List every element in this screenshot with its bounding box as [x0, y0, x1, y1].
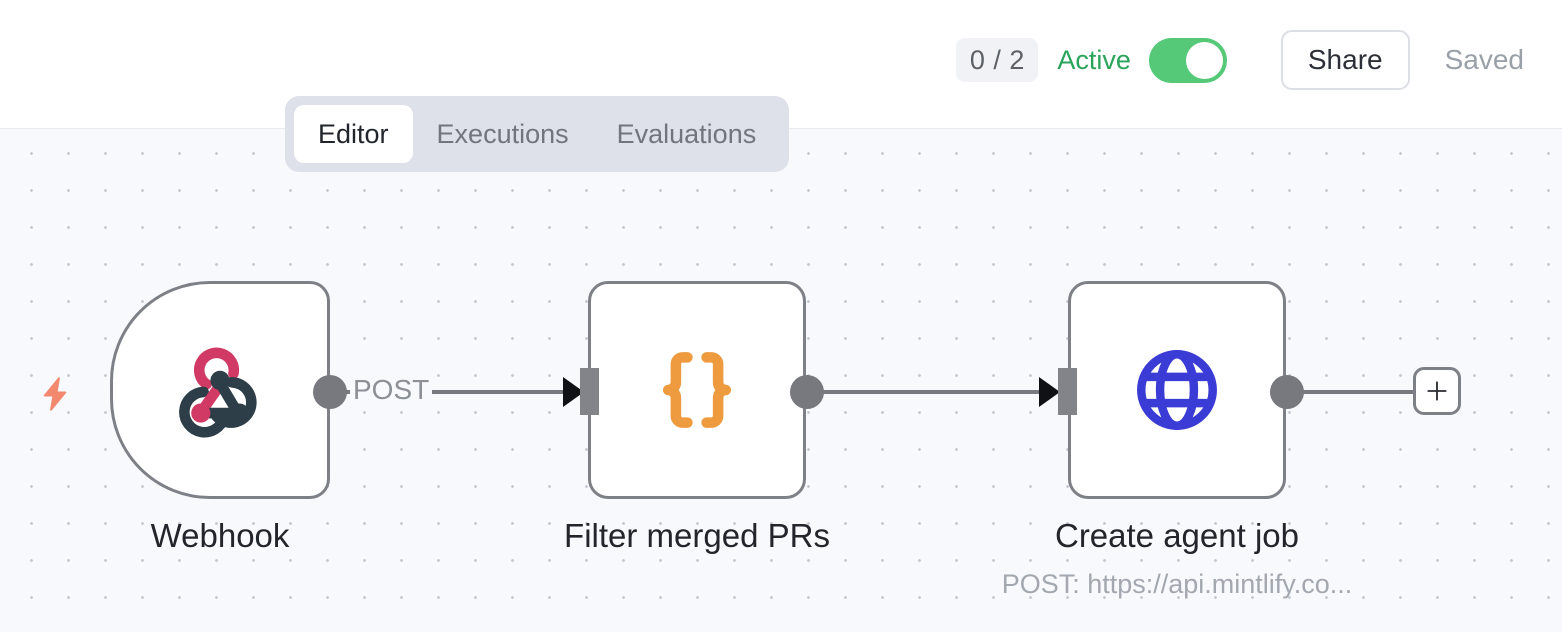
lightning-bolt-icon [36, 369, 74, 419]
globe-icon [1130, 343, 1224, 437]
code-braces-icon [649, 342, 745, 438]
port-filter-input[interactable] [580, 368, 599, 415]
node-http-sublabel: POST: https://api.mintlify.co... [1001, 569, 1353, 599]
edge-filter-to-http [808, 390, 1056, 394]
arrowhead-http-input [1039, 377, 1060, 407]
active-status-label: Active [1057, 44, 1131, 75]
port-http-output[interactable] [1270, 375, 1304, 409]
node-webhook-box[interactable] [110, 281, 330, 499]
view-tabs: Editor Executions Evaluations [285, 96, 790, 172]
webhook-icon [172, 342, 268, 438]
top-bar-actions: 0 / 2 Active Share Saved [956, 30, 1524, 90]
edge-label-post: POST [350, 374, 433, 406]
port-http-input[interactable] [1058, 368, 1077, 415]
node-filter-label: Filter merged PRs [564, 517, 830, 554]
edge-http-to-add [1288, 390, 1413, 394]
execution-count-badge: 0 / 2 [956, 38, 1039, 82]
tab-editor[interactable]: Editor [294, 105, 413, 163]
node-http-box[interactable] [1068, 281, 1286, 499]
saved-status-label: Saved [1444, 44, 1524, 75]
port-webhook-output[interactable] [313, 375, 347, 409]
workflow-canvas[interactable]: POST [0, 129, 1562, 632]
edge-webhook-to-filter [330, 390, 580, 394]
tab-executions[interactable]: Executions [436, 118, 569, 149]
toggle-knob [1185, 41, 1223, 79]
port-filter-output[interactable] [790, 375, 824, 409]
share-button[interactable]: Share [1280, 30, 1410, 90]
active-toggle[interactable] [1148, 37, 1227, 83]
add-node-button[interactable] [1413, 367, 1461, 415]
plus-icon [1424, 378, 1450, 404]
node-http-label: Create agent job [1054, 517, 1299, 554]
node-filter-box[interactable] [588, 281, 806, 499]
tab-evaluations[interactable]: Evaluations [616, 118, 757, 149]
node-webhook-label: Webhook [150, 517, 290, 554]
arrowhead-filter-input [563, 377, 584, 407]
